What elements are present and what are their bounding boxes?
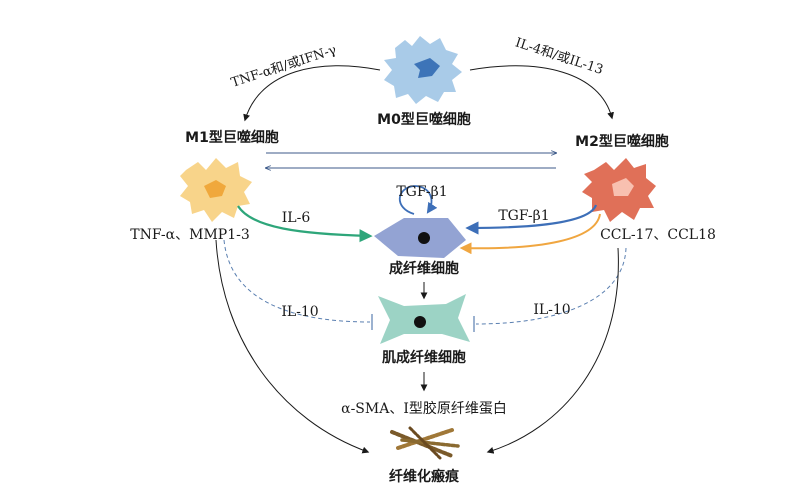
m0-to-m2-arrow (469, 65, 614, 120)
m0-to-m1-arrow (243, 65, 381, 122)
m2-to-scar-arrow (486, 247, 619, 454)
ccl-arrow (459, 213, 601, 255)
m1-secretion-label: TNF-α、MMP1-3 (130, 227, 250, 243)
collagen-fibers-icon (390, 426, 460, 460)
m1-to-scar-arrow (215, 239, 370, 454)
tgf-m2-arrow (465, 204, 598, 235)
m2-macrophage-icon (582, 158, 656, 222)
m0-macrophage-icon (384, 36, 462, 104)
m0-label: M0型巨噬细胞 (377, 111, 471, 128)
il10-right-label: IL-10 (533, 302, 570, 318)
il10-right-inhibition (475, 247, 627, 325)
tgf-autocrine-loop (398, 185, 438, 215)
m2-secretion-label: CCL-17、CCL18 (600, 227, 716, 243)
myofibroblast-icon (378, 294, 470, 344)
m2-label: M2型巨噬细胞 (575, 133, 669, 150)
myofibroblast-label: 肌成纤维细胞 (382, 349, 466, 366)
tgf-m2-label: TGF-β1 (498, 208, 549, 224)
collagen-label: α-SMA、Ⅰ型胶原纤维蛋白 (341, 400, 507, 417)
m1-macrophage-icon (180, 158, 252, 222)
il6-label: IL-6 (282, 210, 311, 226)
il6-arrow (237, 205, 373, 243)
m1-label: M1型巨噬细胞 (185, 129, 279, 146)
fibroblast-label: 成纤维细胞 (389, 260, 459, 277)
il10-left-label: IL-10 (281, 304, 318, 320)
fibroblast-icon (374, 218, 466, 258)
tgf-autocrine-label: TGF-β1 (396, 184, 447, 200)
scar-label: 纤维化瘢痕 (389, 468, 460, 485)
il10-left-inhibition (223, 239, 371, 323)
